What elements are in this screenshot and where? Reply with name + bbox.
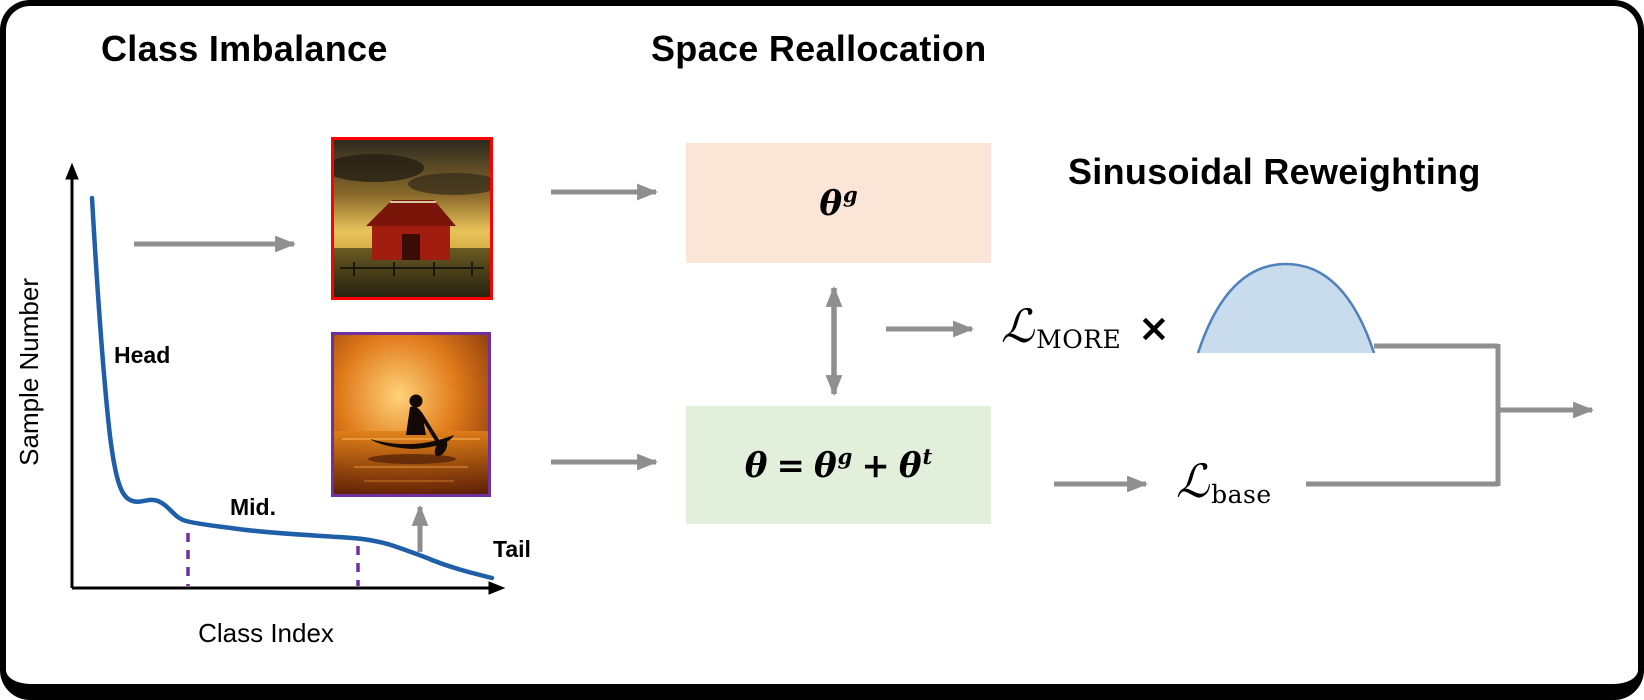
barn-illustration [334, 140, 490, 297]
diagram-overlay [65, 162, 1595, 595]
global-params-formula: θg [819, 182, 858, 224]
loss-more-symbol: ℒ [1001, 299, 1035, 353]
title-sinusoidal-reweighting: Sinusoidal Reweighting [1068, 151, 1481, 192]
tail-class-image [331, 332, 491, 497]
loss-base-label: ℒbase [1176, 454, 1272, 509]
global-params-box: θg [686, 143, 991, 263]
multiply-sign: × [1138, 306, 1170, 350]
x-axis-label: Class Index [198, 618, 334, 648]
sum-params-formula: θ=θg+θt [744, 444, 933, 486]
sine-bump-fill [1198, 264, 1374, 353]
canoe-illustration [334, 335, 488, 494]
head-class-image [331, 137, 493, 300]
sum-params-box: θ=θg+θt [686, 406, 991, 524]
sine-bump-arc [1196, 262, 1376, 354]
loss-more-label: ℒMORE [1001, 299, 1121, 354]
loss-base-subscript: base [1211, 480, 1272, 509]
region-label-mid: Mid. [230, 494, 276, 520]
y-axis-label: Sample Number [14, 278, 44, 466]
loss-base-symbol: ℒ [1176, 454, 1210, 508]
title-space-reallocation: Space Reallocation [651, 28, 987, 69]
title-class-imbalance: Class Imbalance [101, 28, 388, 69]
region-label-head: Head [114, 342, 171, 368]
region-label-tail: Tail [493, 536, 531, 562]
loss-more-subscript: MORE [1036, 325, 1122, 354]
